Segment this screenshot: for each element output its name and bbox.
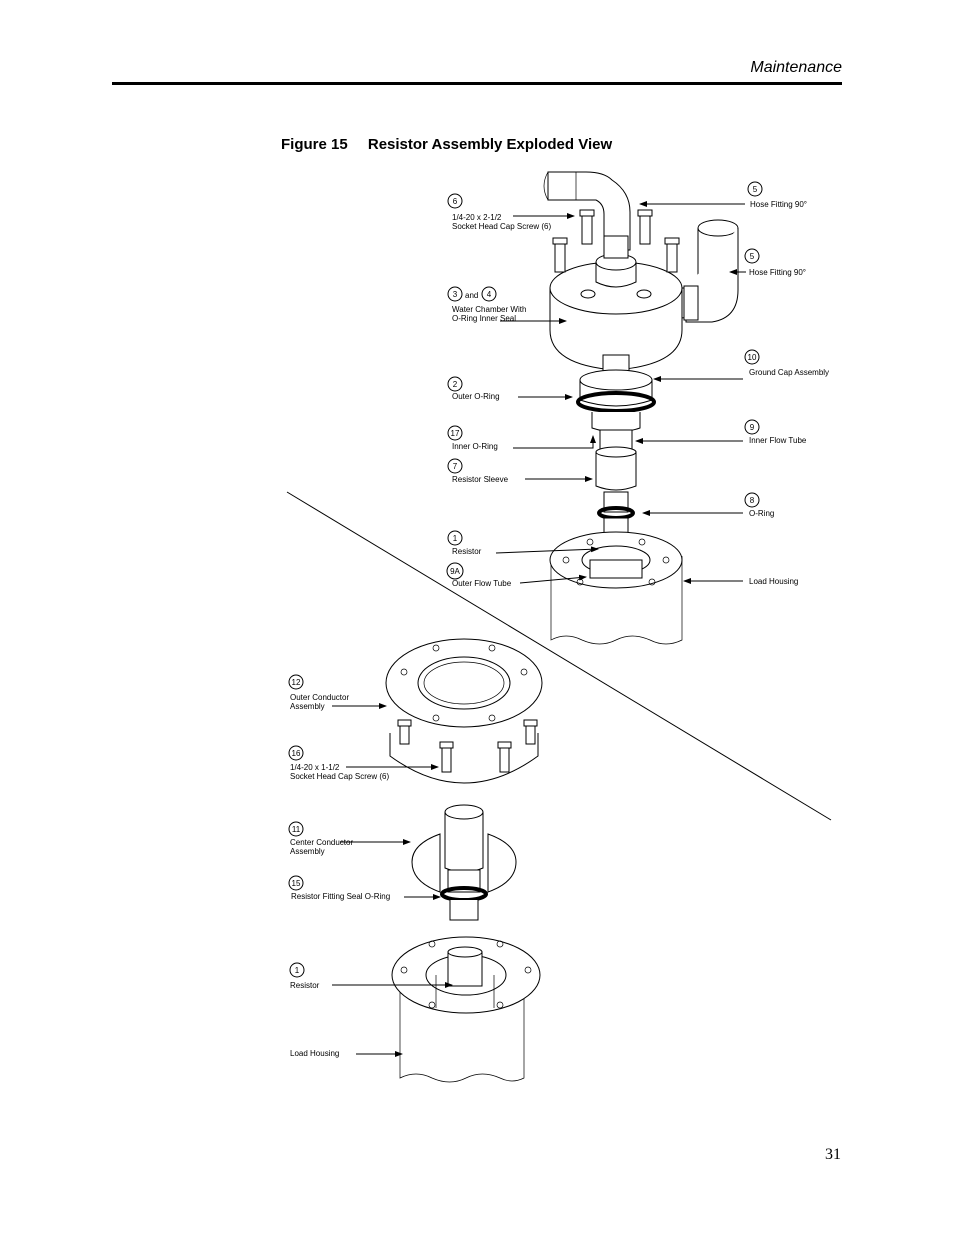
callout-joiner: and (465, 291, 478, 300)
callout-9a-outer-flow-tube: 9A Outer Flow Tube (446, 562, 587, 588)
callout-label: Ground Cap Assembly (749, 368, 829, 377)
callout-12-outer-conductor: 12 Outer Conductor Assembly (288, 674, 387, 711)
callout-label: Hose Fitting 90° (749, 268, 806, 277)
callout-number: 1 (295, 966, 300, 975)
callout-2-outer-o-ring: 2 Outer O-Ring (447, 376, 573, 401)
callout-9-inner-flow-tube: 9 Inner Flow Tube (635, 419, 807, 445)
lower-assembly-drawing (385, 638, 543, 1083)
callout-1-resistor-upper: 1 Resistor (447, 530, 599, 556)
callout-label-line2: O-Ring Inner Seal (452, 314, 516, 323)
callout-number: 15 (292, 879, 301, 888)
callout-label: Outer Flow Tube (452, 579, 512, 588)
callout-number: 6 (453, 197, 458, 206)
callout-number: 5 (750, 252, 755, 261)
callout-number: 9A (450, 567, 460, 576)
callout-label: Inner O-Ring (452, 442, 498, 451)
callout-label-line1: Center Conductor (290, 838, 353, 847)
page-number: 31 (825, 1146, 841, 1163)
callout-number: 8 (750, 496, 755, 505)
callout-label-line1: 1/4-20 x 2-1/2 (452, 213, 502, 222)
callout-label: Resistor Fitting Seal O-Ring (291, 892, 390, 901)
callout-label: Resistor (290, 981, 320, 990)
callout-number: 7 (453, 462, 458, 471)
callout-1-resistor-lower: 1 Resistor (289, 962, 453, 990)
callout-number: 2 (453, 380, 458, 389)
callout-number: 12 (292, 678, 301, 687)
callout-label: O-Ring (749, 509, 774, 518)
callout-label-line2: Assembly (290, 847, 325, 856)
callout-label: Load Housing (749, 577, 798, 586)
figure-title: Figure 15 Resistor Assembly Exploded Vie… (281, 136, 612, 153)
callout-label: Hose Fitting 90° (750, 200, 807, 209)
callout-label-line1: Water Chamber With (452, 305, 526, 314)
callout-number: 5 (753, 185, 758, 194)
figure-number: Figure 15 (281, 136, 348, 153)
callout-label: Resistor (452, 547, 482, 556)
callout-label-line2: Assembly (290, 702, 325, 711)
figure-caption: Resistor Assembly Exploded View (367, 136, 613, 153)
callout-number: 11 (292, 825, 301, 834)
callout-number: 9 (750, 423, 755, 432)
callout-8-o-ring: 8 O-Ring (642, 492, 774, 518)
callout-label-line2: Socket Head Cap Screw (6) (452, 222, 551, 231)
callout-number: 17 (451, 429, 460, 438)
callout-number: 3 (453, 290, 458, 299)
callout-10-ground-cap: 10 Ground Cap Assembly (653, 349, 829, 382)
callout-label-line1: 1/4-20 x 1-1/2 (290, 763, 340, 772)
callout-11-center-conductor: 11 Center Conductor Assembly (288, 821, 411, 856)
callout-15-fitting-seal-o-ring: 15 Resistor Fitting Seal O-Ring (288, 875, 441, 901)
callout-16-cap-screw: 16 1/4-20 x 1-1/2 Socket Head Cap Screw … (288, 745, 439, 781)
callout-label: Outer O-Ring (452, 392, 500, 401)
callout-load-housing-lower: Load Housing (290, 1049, 403, 1058)
callout-3-4-water-chamber: 3 and 4 Water Chamber With O-Ring Inner … (447, 286, 567, 324)
callout-number: 16 (292, 749, 301, 758)
callout-label: Load Housing (290, 1049, 339, 1058)
callout-number: 10 (748, 353, 757, 362)
callout-label-line1: Outer Conductor (290, 693, 349, 702)
callout-17-inner-o-ring: 17 Inner O-Ring (447, 425, 596, 451)
callout-5-hose-fitting-right: 5 Hose Fitting 90° (729, 248, 806, 277)
callout-label-line2: Socket Head Cap Screw (6) (290, 772, 389, 781)
callout-7-resistor-sleeve: 7 Resistor Sleeve (447, 458, 593, 484)
callout-6-cap-screw: 6 1/4-20 x 2-1/2 Socket Head Cap Screw (… (447, 193, 575, 231)
section-header: Maintenance (750, 59, 842, 76)
header-rule (112, 82, 842, 85)
upper-assembly-drawing (543, 171, 739, 645)
callout-number: 1 (453, 534, 458, 543)
callout-label: Resistor Sleeve (452, 475, 509, 484)
callout-number-2: 4 (487, 290, 492, 299)
separator-diagonal (286, 491, 832, 821)
callout-load-housing-upper: Load Housing (683, 577, 798, 586)
callout-5-hose-fitting-top: 5 Hose Fitting 90° (639, 181, 807, 209)
callout-label: Inner Flow Tube (749, 436, 807, 445)
